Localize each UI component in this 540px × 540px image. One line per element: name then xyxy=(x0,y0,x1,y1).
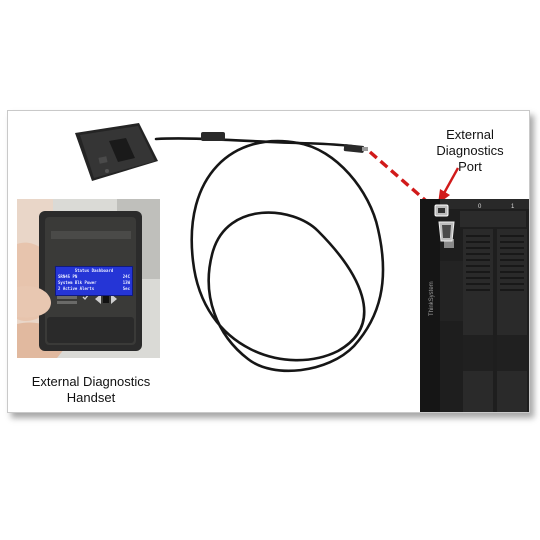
cable-ferrite xyxy=(201,132,225,141)
cable-end-connector xyxy=(343,144,365,153)
server-bay-label-0: 0 xyxy=(478,204,482,210)
server-front-panel xyxy=(420,199,529,412)
handset-photo-scene xyxy=(17,199,160,358)
lcd-line-1-right: 24C xyxy=(122,274,130,279)
lcd-line-2: System Blk Power 13W xyxy=(58,280,130,286)
usb-plug-icon xyxy=(434,204,449,217)
lcd-line-3-left: 2 Active Alerts xyxy=(58,286,95,291)
port-leader-line xyxy=(368,150,435,209)
cable-end-tip xyxy=(362,147,368,151)
lcd-line-2-left: System Blk Power xyxy=(58,280,97,285)
vga-port-icon xyxy=(438,221,455,242)
port-caption: External Diagnostics Port xyxy=(436,127,504,174)
figure-illustration: 0 1 ThinkSystem xyxy=(75,123,529,412)
handset-lcd-screen: Status Dashboard SRN45 PN 24C System Blk … xyxy=(55,266,133,296)
lcd-title: Status Dashboard xyxy=(58,268,130,274)
handset-photo: Status Dashboard SRN45 PN 24C System Blk … xyxy=(17,199,160,358)
lcd-title-text: Status Dashboard xyxy=(74,268,114,273)
lcd-line-3-right: Sec xyxy=(122,286,130,291)
server-bay-label-1: 1 xyxy=(511,204,515,210)
handset-top-view xyxy=(75,123,158,181)
lcd-line-3: 2 Active Alerts Sec xyxy=(58,286,130,292)
lcd-line-2-right: 13W xyxy=(122,280,130,285)
lcd-line-1-left: SRN45 PN xyxy=(58,274,78,279)
server-brand-text: ThinkSystem xyxy=(429,281,435,316)
figure-frame: 0 1 ThinkSystem xyxy=(7,110,530,413)
nav-keypad-icon xyxy=(82,293,117,304)
lcd-line-1: SRN45 PN 24C xyxy=(58,274,130,280)
handset-caption: External Diagnostics Handset xyxy=(31,374,151,405)
diagnostics-cable xyxy=(154,137,385,373)
